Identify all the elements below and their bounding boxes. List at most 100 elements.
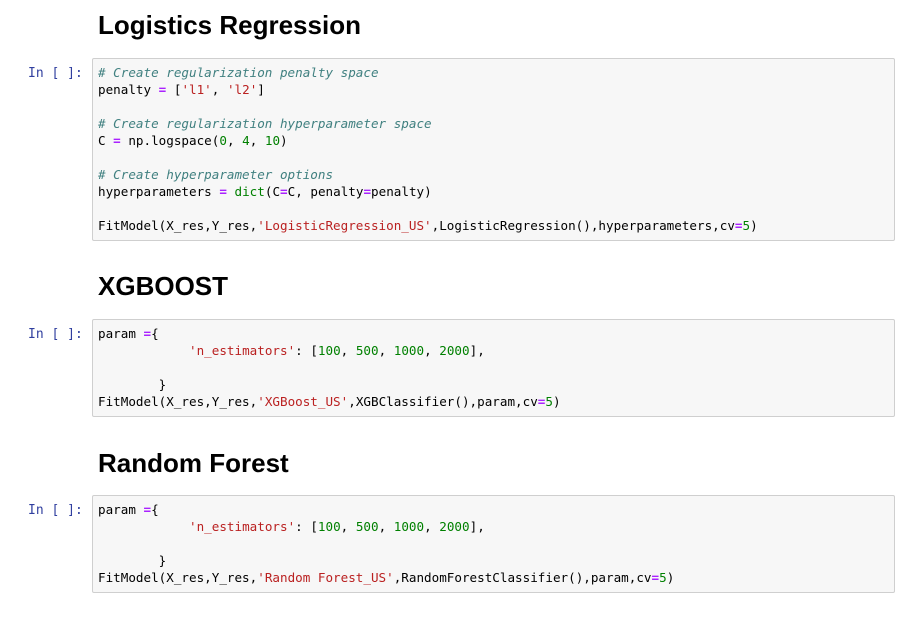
code-token-str: 'n_estimators' [189, 343, 296, 358]
code-token-num: 1000 [393, 343, 425, 358]
code-token-name: penalty) [371, 184, 432, 199]
code-line: C = np.logspace(0, 4, 10) [98, 132, 894, 149]
code-token-str: 'LogisticRegression_US' [257, 218, 432, 233]
code-token-punct: ) [280, 133, 288, 148]
code-token-num: 4 [242, 133, 250, 148]
code-token-num: 0 [219, 133, 227, 148]
code-token-builtin: dict [234, 184, 265, 199]
code-token-punct: ] [257, 82, 265, 97]
code-line: hyperparameters = dict(C=C, penalty=pena… [98, 183, 894, 200]
code-token-punct [98, 343, 189, 358]
cell-prompt: In [ ]: [28, 327, 83, 342]
heading-random-forest: Random Forest [98, 448, 289, 478]
code-token-name: FitModel(X_res,Y_res, [98, 394, 258, 409]
code-token-punct [98, 519, 189, 534]
code-line [98, 149, 894, 166]
code-token-op: = [219, 184, 227, 199]
code-cell-random-forest[interactable]: param ={ 'n_estimators': [100, 500, 1000… [92, 495, 895, 593]
code-token-name: C [98, 133, 114, 148]
code-token-num: 2000 [439, 519, 470, 534]
code-token-num: 2000 [439, 343, 470, 358]
code-token-comment: # Create regularization penalty space [98, 65, 379, 80]
code-token-punct: (C [264, 184, 281, 199]
code-token-str: 'XGBoost_US' [257, 394, 349, 409]
code-token-name: FitModel(X_res,Y_res, [98, 218, 258, 233]
code-token-punct: : [ [295, 343, 318, 358]
code-token-name: ,LogisticRegression(),hyperparameters,cv [431, 218, 735, 233]
code-token-num: 500 [355, 343, 379, 358]
code-line [98, 200, 894, 217]
code-token-punct: : [ [295, 519, 318, 534]
code-token-num: 5 [545, 394, 553, 409]
code-line: 'n_estimators': [100, 500, 1000, 2000], [98, 518, 894, 535]
code-token-op: = [651, 570, 660, 585]
code-token-op: = [143, 502, 152, 517]
code-token-punct: , [226, 133, 243, 148]
heading-xgboost: XGBOOST [98, 271, 229, 301]
code-token-op: = [734, 218, 743, 233]
code-token-str: 'Random Forest_US' [257, 570, 394, 585]
code-token-str: 'l1' [181, 82, 212, 97]
code-token-punct: , [211, 82, 227, 97]
cell-prompt: In [ ]: [28, 66, 83, 81]
code-token-num: 1000 [393, 519, 425, 534]
code-line: # Create hyperparameter options [98, 166, 894, 183]
code-line [98, 98, 894, 115]
code-line: param ={ [98, 501, 894, 518]
code-line: param ={ [98, 325, 894, 342]
code-token-punct: } [98, 377, 167, 392]
code-token-name: np.logspace( [120, 133, 220, 148]
code-line [98, 535, 894, 552]
code-token-punct: ) [666, 570, 675, 585]
code-line: } [98, 552, 894, 569]
code-line: # Create regularization hyperparameter s… [98, 115, 894, 132]
code-token-name: penalty [98, 82, 159, 97]
code-token-op: = [158, 82, 167, 97]
code-token-num: 5 [742, 218, 751, 233]
code-token-punct: ) [552, 394, 561, 409]
code-line [98, 359, 894, 376]
code-line: } [98, 376, 894, 393]
code-line: 'n_estimators': [100, 500, 1000, 2000], [98, 342, 894, 359]
code-token-num: 10 [264, 133, 281, 148]
code-token-punct: , [249, 133, 265, 148]
code-line: # Create regularization penalty space [98, 64, 894, 81]
code-line: FitModel(X_res,Y_res,'XGBoost_US',XGBCla… [98, 393, 894, 410]
code-token-name: hyperparameters [98, 184, 220, 199]
code-token-punct: , [424, 343, 440, 358]
code-token-punct: , [378, 343, 394, 358]
code-token-comment: # Create hyperparameter options [98, 167, 334, 182]
code-line: penalty = ['l1', 'l2'] [98, 81, 894, 98]
code-token-punct: } [98, 553, 167, 568]
code-token-punct: [ [166, 82, 182, 97]
code-token-punct: ], [469, 519, 485, 534]
code-editor[interactable]: param ={ 'n_estimators': [100, 500, 1000… [98, 501, 894, 586]
code-token-num: 5 [659, 570, 667, 585]
code-token-op: = [113, 133, 121, 148]
code-token-name: C, penalty [287, 184, 364, 199]
code-line: FitModel(X_res,Y_res,'LogisticRegression… [98, 217, 894, 234]
code-line: FitModel(X_res,Y_res,'Random Forest_US',… [98, 569, 894, 586]
code-token-punct: ], [469, 343, 485, 358]
code-token-num: 500 [355, 519, 379, 534]
heading-logistics-regression: Logistics Regression [98, 10, 361, 40]
code-token-punct: ) [750, 218, 758, 233]
code-token-punct: { [151, 326, 159, 341]
code-token-punct: { [151, 502, 159, 517]
code-token-punct: , [378, 519, 394, 534]
code-cell-xgboost[interactable]: param ={ 'n_estimators': [100, 500, 1000… [92, 319, 895, 417]
code-token-name: param [98, 502, 144, 517]
code-token-op: = [363, 184, 372, 199]
code-token-op: = [280, 184, 288, 199]
code-token-punct: , [340, 343, 356, 358]
code-token-name: FitModel(X_res,Y_res, [98, 570, 258, 585]
code-editor[interactable]: param ={ 'n_estimators': [100, 500, 1000… [98, 325, 894, 410]
code-token-comment: # Create regularization hyperparameter s… [98, 116, 432, 131]
code-token-str: 'n_estimators' [189, 519, 296, 534]
code-token-str: 'l2' [226, 82, 258, 97]
code-token-num: 100 [317, 519, 341, 534]
code-token-punct: , [424, 519, 440, 534]
code-token-punct: , [340, 519, 356, 534]
